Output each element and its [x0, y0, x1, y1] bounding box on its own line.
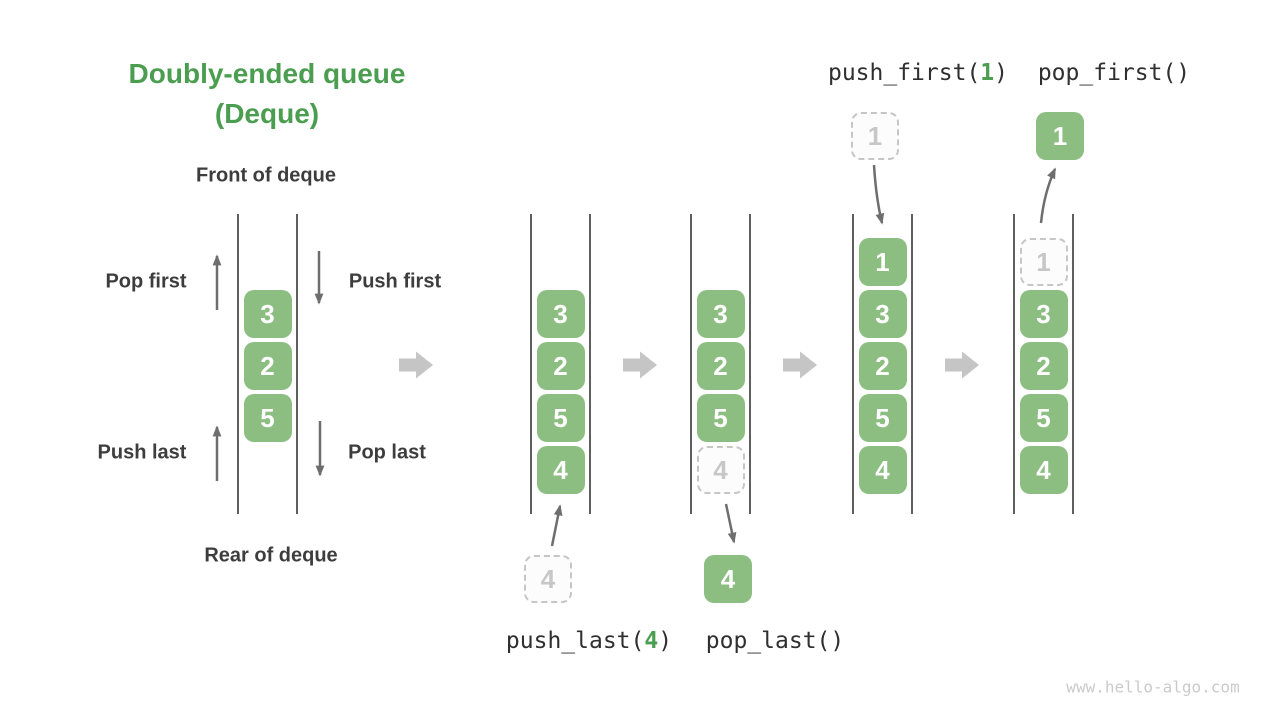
queue-item-box: 2 [1019, 342, 1068, 390]
fn-text: push_last( [505, 628, 645, 654]
queue-after-push-first: 1 3 2 5 4 [852, 214, 913, 514]
queue-item-box: 1 [858, 238, 907, 286]
push-first-incoming-ghost-box: 1 [851, 112, 899, 160]
queue-item-box: 2 [243, 342, 292, 390]
fn-text: push_first( [827, 60, 981, 86]
queue-rail [911, 214, 913, 514]
queue-item-box: 2 [696, 342, 745, 390]
rear-of-deque-label: Rear of deque [204, 544, 338, 567]
queue-item-box: 2 [536, 342, 585, 390]
pop-first-label: Pop first [105, 270, 187, 293]
watermark: www.hello-algo.com [1066, 677, 1240, 697]
queue-rail [690, 214, 692, 514]
fn-arg: 1 [980, 60, 995, 86]
queue-rail [1013, 214, 1015, 514]
diagram-title-line2: (Deque) [214, 98, 320, 129]
step-right-arrow-icon [783, 351, 817, 379]
queue-item-box: 3 [1019, 290, 1068, 338]
queue-item-box: 5 [536, 394, 585, 442]
queue-item-box: 3 [243, 290, 292, 338]
push-first-fn-label: push_first(1) [828, 60, 1008, 86]
queue-item-box: 3 [858, 290, 907, 338]
queue-rail [237, 214, 239, 514]
queue-rail [589, 214, 591, 514]
push-last-incoming-ghost-box: 4 [524, 555, 572, 603]
step-right-arrow-icon [399, 351, 433, 379]
queue-item-box: 4 [858, 446, 907, 494]
pop-last-label: Pop last [348, 441, 426, 464]
queue-item-box: 4 [536, 446, 585, 494]
queue-item-box: 2 [858, 342, 907, 390]
queue-item-box: 3 [696, 290, 745, 338]
queue-item-box: 4 [1019, 446, 1068, 494]
ghost-item-box: 4 [696, 446, 745, 494]
queue-rail [1072, 214, 1074, 514]
diagram-title-line1: Doubly-ended queue [128, 58, 406, 89]
pop-last-outgoing-box: 4 [704, 555, 752, 603]
queue-after-push-last: 3 2 5 4 [530, 214, 591, 514]
queue-item-box: 5 [696, 394, 745, 442]
queue-item-box: 5 [243, 394, 292, 442]
front-of-deque-label: Front of deque [196, 164, 336, 187]
push-first-label: Push first [348, 270, 442, 293]
queue-rail [852, 214, 854, 514]
fn-text: ) [658, 628, 673, 654]
pop-first-outgoing-box: 1 [1036, 112, 1084, 160]
queue-after-pop-last: 3 2 5 4 [690, 214, 751, 514]
push-last-fn-label: push_last(4) [506, 628, 672, 654]
push-last-label: Push last [97, 441, 187, 464]
queue-after-pop-first: 1 3 2 5 4 [1013, 214, 1074, 514]
step-right-arrow-icon [945, 351, 979, 379]
queue-item-box: 3 [536, 290, 585, 338]
queue-rail [530, 214, 532, 514]
step-right-arrow-icon [623, 351, 657, 379]
fn-text: ) [994, 60, 1009, 86]
queue-rail [749, 214, 751, 514]
queue-item-box: 5 [1019, 394, 1068, 442]
pop-first-fn-label: pop_first() [1037, 60, 1191, 86]
queue-rail [296, 214, 298, 514]
pop-last-fn-label: pop_last() [705, 628, 845, 654]
ghost-item-box: 1 [1019, 238, 1068, 286]
queue-item-box: 5 [858, 394, 907, 442]
fn-arg: 4 [644, 628, 659, 654]
queue-concept: 3 2 5 [237, 214, 298, 514]
